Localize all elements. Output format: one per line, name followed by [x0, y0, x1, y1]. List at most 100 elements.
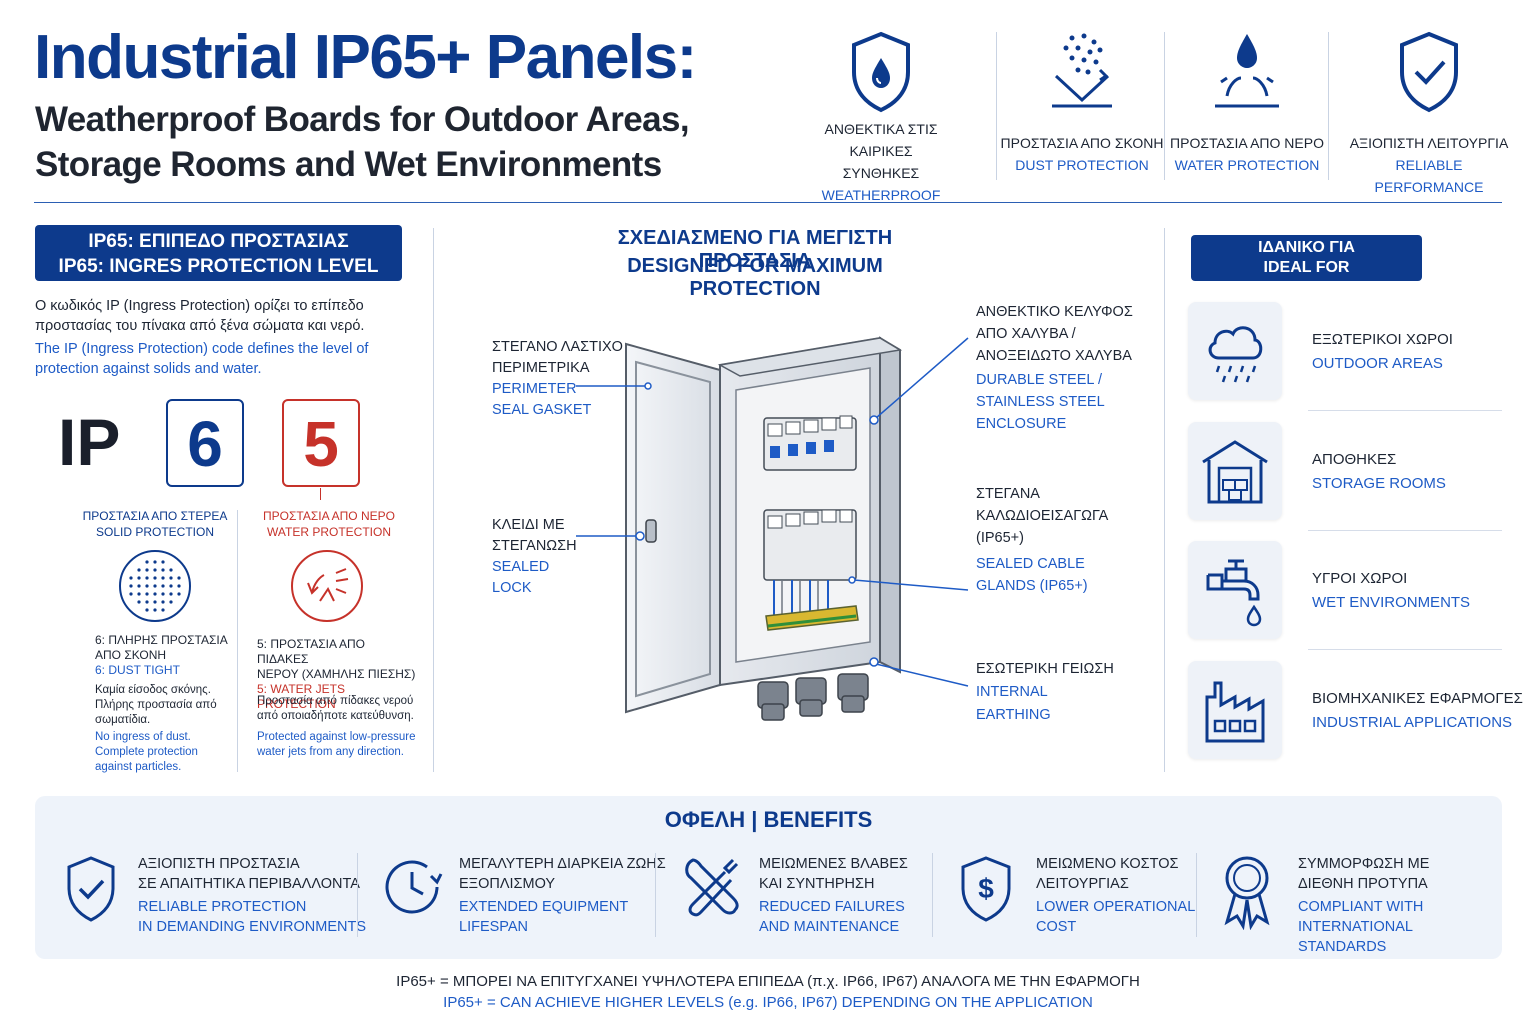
divider	[357, 853, 358, 937]
solid-protection-title: ΠΡΟΣΤΑΣΙΑ ΑΠΟ ΣΤΕΡΕΑ SOLID PROTECTION	[80, 508, 230, 540]
callout-en: LOCK	[492, 580, 532, 596]
footnote-gr: IP65+ = ΜΠΟΡΕΙ ΝΑ ΕΠΙΤΥΓΧΑΝΕΙ ΥΨΗΛΟΤΕΡΑ …	[396, 973, 1140, 990]
benefit-gr: ΣΕ ΑΠΑΙΤΗΤΙΚΑ ΠΕΡΙΒΑΛΛΟΝΤΑ	[138, 876, 360, 892]
ideal-label-en: INDUSTRIAL APPLICATIONS	[1312, 714, 1513, 731]
benefit-en: COMPLIANT WITH	[1298, 899, 1424, 915]
dust-dot	[129, 576, 133, 580]
divider	[1196, 853, 1197, 937]
ideal-label-en: STORAGE ROOMS	[1312, 475, 1446, 492]
benefit-en: REDUCED FAILURES	[759, 899, 905, 915]
benefit-gr: ΕΞΟΠΛΙΣΜΟΥ	[459, 876, 556, 892]
water-level: 5: ΠΡΟΣΤΑΣΙΑ ΑΠΟ ΠΙΔΑΚΕΣ ΝΕΡΟΥ (ΧΑΜΗΛΗΣ …	[257, 637, 417, 712]
water-detail-en: Protected against low-pressure water jet…	[257, 731, 416, 758]
dust-dot	[169, 592, 173, 596]
rain-cloud-icon	[1208, 326, 1263, 383]
water-title-gr: ΠΡΟΣΤΑΣΙΑ ΑΠΟ ΝΕΡΟ	[263, 509, 395, 523]
footnote-en: IP65+ = CAN ACHIEVE HIGHER LEVELS (e.g. …	[443, 994, 1093, 1011]
dust-dot	[169, 568, 173, 572]
callout-en: INTERNAL	[976, 684, 1048, 700]
benefit-extended-lifespan: ΜΕΓΑΛΥΤΕΡΗ ΔΙΑΡΚΕΙΑ ΖΩΗΣ ΕΞΟΠΛΙΣΜΟΥ EXTE…	[459, 854, 666, 937]
callout-enclosure: ΑΝΘΕΚΤΙΚΟ ΚΕΛΥΦΟΣ ΑΠΟ ΧΑΛΥΒΑ / ΑΝΟΞΕΙΔΩΤ…	[976, 301, 1133, 435]
ideal-tile-industrial	[1188, 661, 1282, 759]
dust-dot	[153, 568, 157, 572]
benefit-gr: ΛΕΙΤΟΥΡΓΙΑΣ	[1036, 876, 1129, 892]
callout-en: SEALED CABLE	[976, 556, 1085, 572]
ip-label: IP	[58, 405, 121, 479]
callout-earthing: ΕΣΩΤΕΡΙΚΗ ΓΕΙΩΣΗ INTERNAL EARTHING	[976, 658, 1114, 727]
page-subtitle-line2: Storage Rooms and Wet Environments	[35, 145, 662, 184]
water-drop-icon	[1215, 34, 1279, 108]
divider	[1308, 649, 1502, 650]
ideal-label-gr: ΥΓΡΟΙ ΧΩΡΟΙ	[1312, 570, 1408, 587]
divider	[1308, 530, 1502, 531]
callout-gr: (IP65+)	[976, 530, 1024, 546]
dust-dot	[145, 592, 149, 596]
callout-gr: ΣΤΕΓΑΝΑ	[976, 486, 1040, 502]
dust-dot	[137, 592, 141, 596]
callout-gr: ΕΣΩΤΕΡΙΚΗ ΓΕΙΩΣΗ	[976, 661, 1114, 677]
dust-dots-icon	[119, 550, 191, 622]
solid-detail-gr: Καμία είσοδος σκόνης. Πλήρης προστασία α…	[95, 684, 217, 726]
divider	[237, 510, 238, 772]
ideal-for-header: ΙΔΑΝΙΚΟ ΓΙΑ IDEAL FOR	[1191, 235, 1422, 281]
feature-label-en: RELIABLE PERFORMANCE	[1374, 157, 1484, 195]
award-ribbon-icon	[1224, 856, 1270, 930]
ideal-label-gr: ΕΞΩΤΕΡΙΚΟΙ ΧΩΡΟΙ	[1312, 331, 1453, 348]
ideal-label-en: WET ENVIRONMENTS	[1312, 594, 1471, 611]
benefit-en: AND MAINTENANCE	[759, 919, 900, 935]
callout-en: DURABLE STEEL /	[976, 372, 1102, 388]
dust-dot	[161, 592, 165, 596]
callout-gr: ΚΛΕΙΔΙ ΜΕ	[492, 517, 565, 533]
callout-en: ENCLOSURE	[976, 416, 1067, 432]
divider	[1164, 228, 1165, 772]
benefit-en: IN DEMANDING ENVIRONMENTS	[138, 919, 366, 935]
ip-digit-solids: 6	[166, 399, 244, 487]
divider	[655, 853, 656, 937]
dust-dot	[129, 584, 133, 588]
feature-label-en: WATER PROTECTION	[1174, 157, 1320, 173]
connector	[320, 488, 321, 500]
water-protection-title: ΠΡΟΣΤΑΣΙΑ ΑΠΟ ΝΕΡΟ WATER PROTECTION	[256, 508, 402, 540]
dust-dot	[145, 608, 149, 612]
ideal-header-en: IDEAL FOR	[1263, 259, 1350, 276]
ideal-header-gr: ΙΔΑΝΙΚΟ ΓΙΑ	[1258, 239, 1355, 256]
water-title-en: WATER PROTECTION	[267, 525, 391, 539]
header-divider	[34, 202, 1502, 203]
callout-gr: ΠΕΡΙΜΕΤΡΙΚΑ	[492, 360, 590, 376]
benefit-gr: ΚΑΙ ΣΥΝΤΗΡΗΣΗ	[759, 876, 875, 892]
dust-dot	[169, 576, 173, 580]
dust-dot	[161, 560, 165, 564]
dollar-shield-icon: $	[961, 856, 1011, 922]
callout-gr: ΑΠΟ ΧΑΛΥΒΑ /	[976, 326, 1076, 342]
benefit-en: EXTENDED EQUIPMENT	[459, 899, 629, 915]
divider	[433, 228, 434, 772]
ip-description-gr: Ο κωδικός IP (Ingress Protection) ορίζει…	[35, 298, 365, 334]
benefit-gr: ΔΙΕΘΝΗ ΠΡΟΤΥΠΑ	[1298, 876, 1428, 892]
dust-dot	[177, 576, 181, 580]
ideal-text-storage: ΑΠΟΘΗΚΕΣ STORAGE ROOMS	[1312, 448, 1446, 496]
callout-sealed-lock: ΚΛΕΙΔΙ ΜΕ ΣΤΕΓΑΝΩΣΗ SEALED LOCK	[492, 515, 577, 599]
dust-dot	[137, 568, 141, 572]
ideal-label-gr: ΑΠΟΘΗΚΕΣ	[1312, 451, 1397, 468]
feature-water: ΠΡΟΣΤΑΣΙΑ ΑΠΟ ΝΕΡΟ WATER PROTECTION	[1162, 30, 1332, 176]
benefit-en: COST	[1036, 919, 1077, 935]
callout-en: SEALED	[492, 559, 550, 575]
ideal-text-wet: ΥΓΡΟΙ ΧΩΡΟΙ WET ENVIRONMENTS	[1312, 567, 1470, 615]
warehouse-icon	[1202, 440, 1268, 504]
solid-level-en: 6: DUST TIGHT	[95, 663, 180, 677]
faucet-icon	[1206, 559, 1262, 627]
dust-dot	[161, 600, 165, 604]
dust-dot	[153, 592, 157, 596]
dust-dot	[137, 576, 141, 580]
ideal-label-gr: ΒΙΟΜΗΧΑΝΙΚΕΣ ΕΦΑΡΜΟΓΕΣ	[1312, 690, 1523, 707]
dust-dot	[137, 584, 141, 588]
benefit-en: LIFESPAN	[459, 919, 529, 935]
benefits-title: ΟΦΕΛΗ | BENEFITS	[664, 807, 873, 832]
callout-gr: ΣΤΕΓΑΝΟ ΛΑΣΤΙΧΟ	[492, 339, 623, 355]
shield-check-icon	[1400, 31, 1458, 113]
feature-reliable: ΑΞΙΟΠΙΣΤΗ ΛΕΙΤΟΥΡΓΙΑ RELIABLE PERFORMANC…	[1344, 30, 1514, 198]
ip-header-en: IP65: INGRES PROTECTION LEVEL	[58, 256, 379, 277]
divider	[932, 853, 933, 937]
dust-dot	[161, 608, 165, 612]
solid-level-gr: 6: ΠΛΗΡΗΣ ΠΡΟΣΤΑΣΙΑ	[95, 633, 228, 647]
